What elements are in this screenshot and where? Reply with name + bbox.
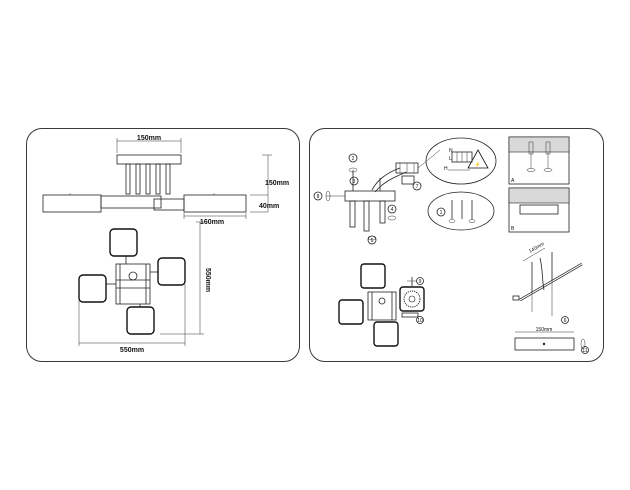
wire-label-h: H xyxy=(444,166,448,172)
rail-end-cap xyxy=(512,295,520,301)
rod xyxy=(155,163,161,195)
dim-height: 150mm xyxy=(265,180,289,187)
hub-center xyxy=(128,271,138,281)
driver-bar xyxy=(401,312,419,318)
lamp-shade-top xyxy=(360,263,386,289)
wiring-callout xyxy=(425,137,497,185)
mounting-plate xyxy=(514,337,575,351)
bolt xyxy=(379,200,386,224)
cover-cap-icon xyxy=(580,338,586,350)
dimension-lines: 150mm 150mm 40mm 160mm xyxy=(116,135,289,226)
step-label: 10 xyxy=(417,318,423,324)
ceiling-inset-a: A xyxy=(508,136,570,185)
wiring-detail-callouts: N L H ⚡ 1 xyxy=(425,137,497,231)
warning-triangle-icon xyxy=(467,149,489,169)
lamp-shade-left xyxy=(78,274,107,303)
step-marker xyxy=(416,277,424,285)
canopy-plate xyxy=(116,154,182,165)
rail-mounting-view: 140mm 6 xyxy=(512,241,583,324)
step-label: 2 xyxy=(352,156,355,162)
lamp-shade-top xyxy=(109,228,138,257)
step-label: 7 xyxy=(416,184,419,190)
hub-frame xyxy=(115,263,151,305)
bolt xyxy=(349,200,356,228)
rod xyxy=(145,163,151,195)
dim-plan-height: 550mm xyxy=(204,268,211,292)
mounting-bar xyxy=(344,190,396,202)
terminal-block-small xyxy=(401,175,415,185)
led-module-center xyxy=(408,295,416,303)
inset-b-label: B xyxy=(511,226,515,232)
plan-view-drawing: 550mm 550mm xyxy=(78,221,211,354)
dim-top-width: 150mm xyxy=(137,135,161,142)
mounting-rail-inner xyxy=(519,263,583,301)
mounted-plate xyxy=(519,204,559,215)
step-label: 5 xyxy=(371,238,374,244)
step-marker xyxy=(348,153,358,163)
washer-icon xyxy=(543,168,553,172)
plate-hole xyxy=(542,342,546,346)
shade-mounting-view: 9 10 xyxy=(338,263,425,347)
step-marker xyxy=(581,346,589,354)
dim-arm-length: 160mm xyxy=(200,219,224,226)
lamp-shade-right xyxy=(157,257,186,286)
warning-glyph-icon: ⚡ xyxy=(475,161,481,168)
dowel xyxy=(545,141,551,155)
hub-frame xyxy=(367,291,397,321)
washer-icon xyxy=(526,168,536,172)
step-marker xyxy=(416,316,424,324)
wire-label-n: N xyxy=(449,148,453,154)
wire-label-l: L xyxy=(449,156,452,162)
plate-view: 150mm 11 xyxy=(514,327,589,354)
callout-line xyxy=(417,149,441,169)
step-label: 11 xyxy=(582,348,587,354)
rod xyxy=(135,163,141,195)
lamp-shade-bottom xyxy=(126,306,155,335)
washer-icon xyxy=(448,219,456,223)
bolt xyxy=(363,200,370,232)
ceiling-anchor-icon xyxy=(325,190,331,202)
hub-center xyxy=(378,297,386,305)
step-label: 6 xyxy=(564,318,567,324)
step-marker xyxy=(412,181,422,191)
fixing-callout xyxy=(427,191,495,231)
arm-center xyxy=(100,195,162,209)
dim-rail-spacing-line xyxy=(522,247,546,262)
step-label: 1 xyxy=(440,210,443,216)
left-dimension-panel xyxy=(26,128,300,362)
step-label: 8 xyxy=(317,194,320,200)
led-module-icon xyxy=(403,290,421,308)
step-label: 3 xyxy=(353,179,356,185)
step-label: 4 xyxy=(391,207,394,213)
dim-plan-width: 550mm xyxy=(120,347,144,354)
step-marker xyxy=(561,316,569,324)
exploded-assembly: 8 2 3 4 5 7 xyxy=(313,149,441,245)
rod xyxy=(165,163,171,195)
inset-a-label: A xyxy=(511,178,515,184)
dim-arm-thickness: 40mm xyxy=(259,203,279,210)
step-marker xyxy=(349,176,359,186)
lamp-shade-left xyxy=(338,299,364,325)
step-label: 9 xyxy=(419,279,422,285)
side-view-drawing xyxy=(42,154,247,213)
step-marker xyxy=(313,191,323,201)
washer-icon xyxy=(348,167,358,173)
ceiling-slab-icon xyxy=(508,136,570,153)
wire xyxy=(371,167,401,191)
wire xyxy=(539,257,545,291)
dowel xyxy=(528,141,534,155)
arm-right xyxy=(183,194,247,213)
lamp-shade-bottom xyxy=(373,321,399,347)
washer-icon xyxy=(387,215,397,221)
ceiling-inset-b: B xyxy=(508,187,570,233)
step-marker xyxy=(436,207,446,217)
arm-left xyxy=(42,194,102,213)
step-marker xyxy=(387,204,397,214)
rod xyxy=(125,163,131,195)
washer-icon xyxy=(468,219,476,223)
step-marker xyxy=(367,235,377,245)
ceiling-slab-icon xyxy=(508,187,570,204)
dim-plate-width: 150mm xyxy=(536,327,553,333)
